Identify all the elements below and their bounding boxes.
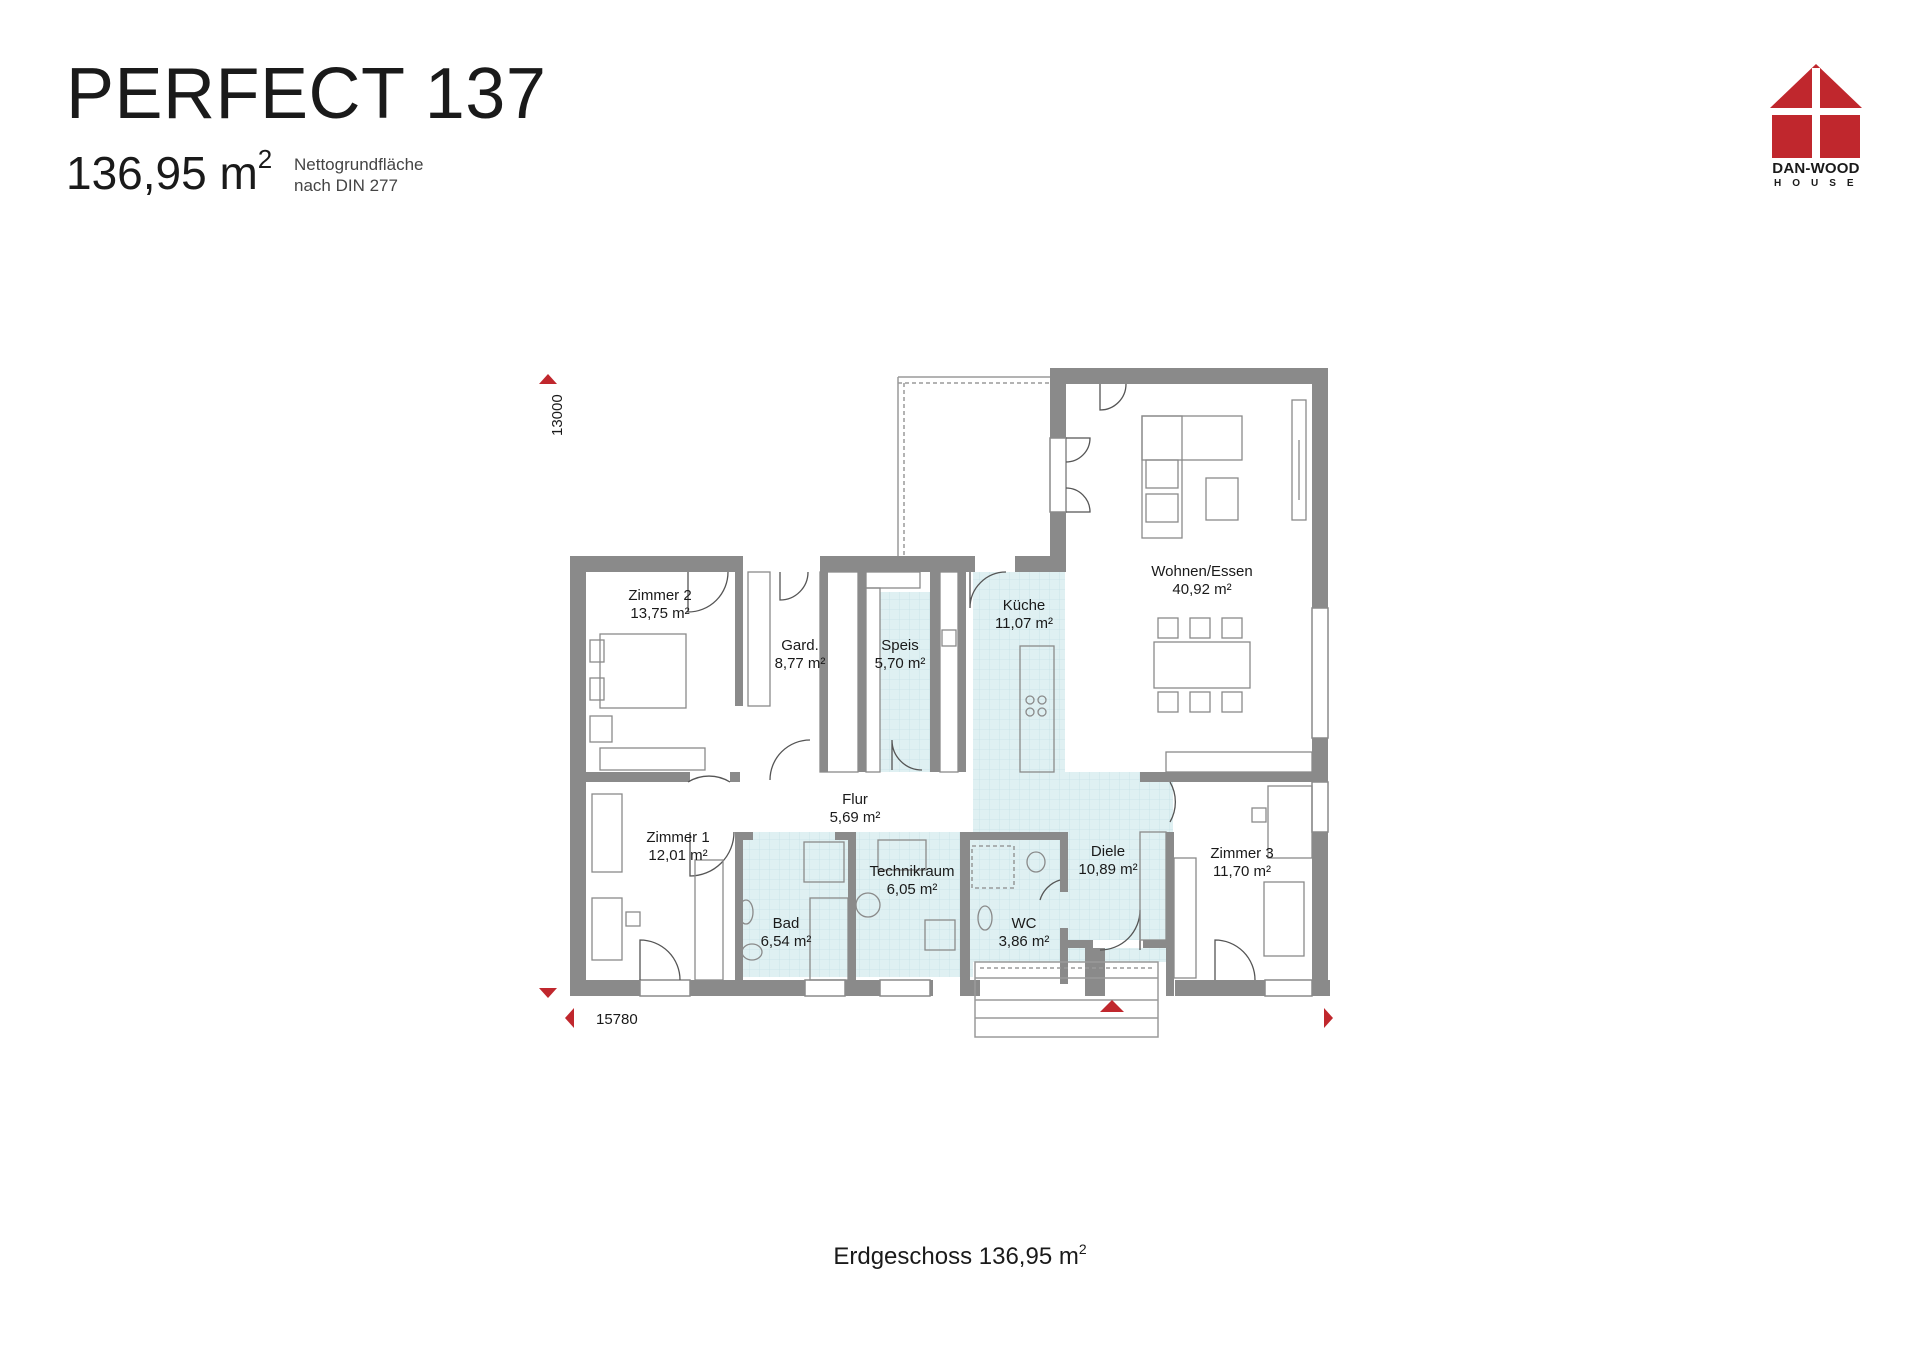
room-area-zimmer3: 11,70 m² <box>1213 863 1271 880</box>
floor-caption-text: Erdgeschoss 136,95 m <box>833 1243 1079 1270</box>
entrance-steps <box>974 961 1159 1038</box>
dimension-width: 15780 <box>596 1011 638 1028</box>
brand-subline: HOUSE <box>1774 178 1865 189</box>
marker-bottom-icon <box>539 988 557 998</box>
room-area-speis: 5,70 m² <box>875 655 926 672</box>
room-area-technik: 6,05 m² <box>887 881 938 898</box>
room-name-technik: Technikraum <box>869 863 954 880</box>
room-area-bad: 6,54 m² <box>761 933 812 950</box>
room-name-wohnen: Wohnen/Essen <box>1151 563 1252 580</box>
area-note-line2: nach DIN 277 <box>294 176 398 195</box>
room-name-zimmer2: Zimmer 2 <box>628 587 691 604</box>
room-name-zimmer1: Zimmer 1 <box>646 829 709 846</box>
room-area-diele: 10,89 m² <box>1078 861 1137 878</box>
marker-top-icon <box>539 374 557 384</box>
windows <box>639 437 1329 997</box>
room-area-flur: 5,69 m² <box>830 809 881 826</box>
room-area-zimmer1: 12,01 m² <box>648 847 707 864</box>
plan-title: PERFECT 137 <box>66 54 547 134</box>
net-area-sup: 2 <box>257 144 273 174</box>
dimension-markers <box>539 374 1333 1028</box>
room-name-diele: Diele <box>1091 843 1125 860</box>
brand-name: DAN-WOOD <box>1772 160 1860 177</box>
room-area-wohnen: 40,92 m² <box>1172 581 1231 598</box>
room-name-speis: Speis <box>881 637 919 654</box>
room-name-kueche: Küche <box>1003 597 1046 614</box>
room-area-zimmer2: 13,75 m² <box>630 605 689 622</box>
marker-left-icon <box>565 1008 574 1028</box>
room-name-flur: Flur <box>842 791 868 808</box>
area-note: Nettogrundfläche nach DIN 277 <box>294 154 423 196</box>
room-name-zimmer3: Zimmer 3 <box>1210 845 1273 862</box>
area-note-line1: Nettogrundfläche <box>294 155 424 174</box>
floor-caption: Erdgeschoss 136,95 m2 <box>0 1241 1920 1271</box>
entrance-arrow-icon <box>1100 1000 1124 1012</box>
floor-caption-sup: 2 <box>1078 1241 1087 1257</box>
room-name-wc: WC <box>1012 915 1037 932</box>
room-area-kueche: 11,07 m² <box>995 615 1053 632</box>
room-area-gard: 8,77 m² <box>775 655 826 672</box>
net-area: 136,95 m2 <box>66 146 272 199</box>
room-name-gard: Gard. <box>781 637 819 654</box>
room-area-wc: 3,86 m² <box>999 933 1050 950</box>
furniture <box>589 399 1313 981</box>
room-name-bad: Bad <box>773 915 800 932</box>
room-labels: Zimmer 2 13,75 m² Gard. 8,77 m² Speis 5,… <box>628 563 1273 950</box>
house-logo-icon <box>1768 64 1864 160</box>
marker-right-icon <box>1324 1008 1333 1028</box>
terrace-outline <box>897 376 1050 560</box>
net-area-value: 136,95 m <box>66 147 258 199</box>
dimension-height: 13000 <box>549 394 566 436</box>
